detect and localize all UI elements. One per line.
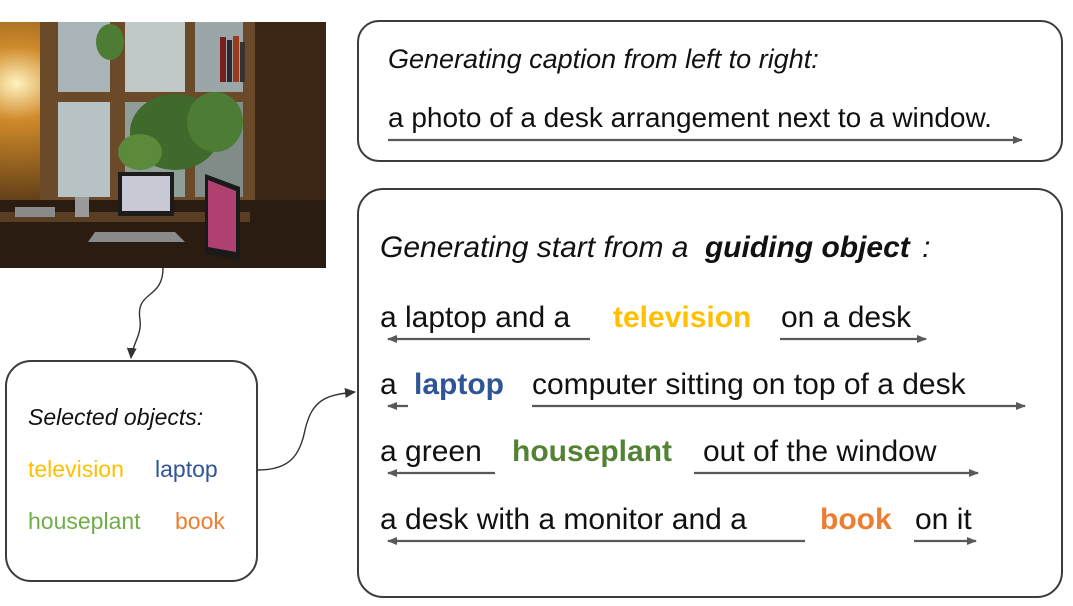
left-to-right-box: [357, 20, 1063, 162]
selected-object-book: book: [175, 508, 225, 534]
connector-photo-to-objects: [126, 267, 164, 359]
guided-title-prefix: Generating start from a: [380, 231, 689, 264]
photo-desk-window: [0, 22, 326, 268]
caption-4-object: book: [820, 503, 892, 536]
left-to-right-caption: a photo of a desk arrangement next to a …: [388, 102, 992, 133]
caption-2-object: laptop: [414, 368, 504, 401]
caption-1-before: a laptop and a: [380, 301, 571, 334]
caption-3-after: out of the window: [703, 435, 937, 468]
photo-icon: [0, 22, 326, 268]
caption-4-before: a desk with a monitor and a: [380, 503, 747, 536]
caption-2-after: computer sitting on top of a desk: [532, 368, 966, 401]
caption-3-object: houseplant: [512, 435, 673, 468]
guided-title-bold: guiding object: [704, 231, 910, 264]
guided-title-suffix: :: [922, 231, 931, 264]
caption-2-before: a: [380, 368, 397, 401]
selected-object-houseplant: houseplant: [28, 508, 141, 534]
selected-object-laptop: laptop: [155, 456, 218, 482]
caption-3-before: a green: [380, 435, 482, 468]
caption-4-after: on it: [915, 503, 972, 536]
selected-objects-title: Selected objects:: [28, 404, 204, 430]
guided-title: Generating start from a guiding object :: [380, 233, 930, 263]
guided-generation-box: [357, 188, 1063, 598]
caption-1-object: television: [613, 301, 752, 334]
connector-objects-to-guided: [257, 388, 356, 471]
caption-1-after: on a desk: [781, 301, 912, 334]
left-to-right-title: Generating caption from left to right:: [388, 44, 819, 74]
selected-objects-box: [5, 360, 258, 582]
selected-object-television: television: [28, 456, 124, 482]
